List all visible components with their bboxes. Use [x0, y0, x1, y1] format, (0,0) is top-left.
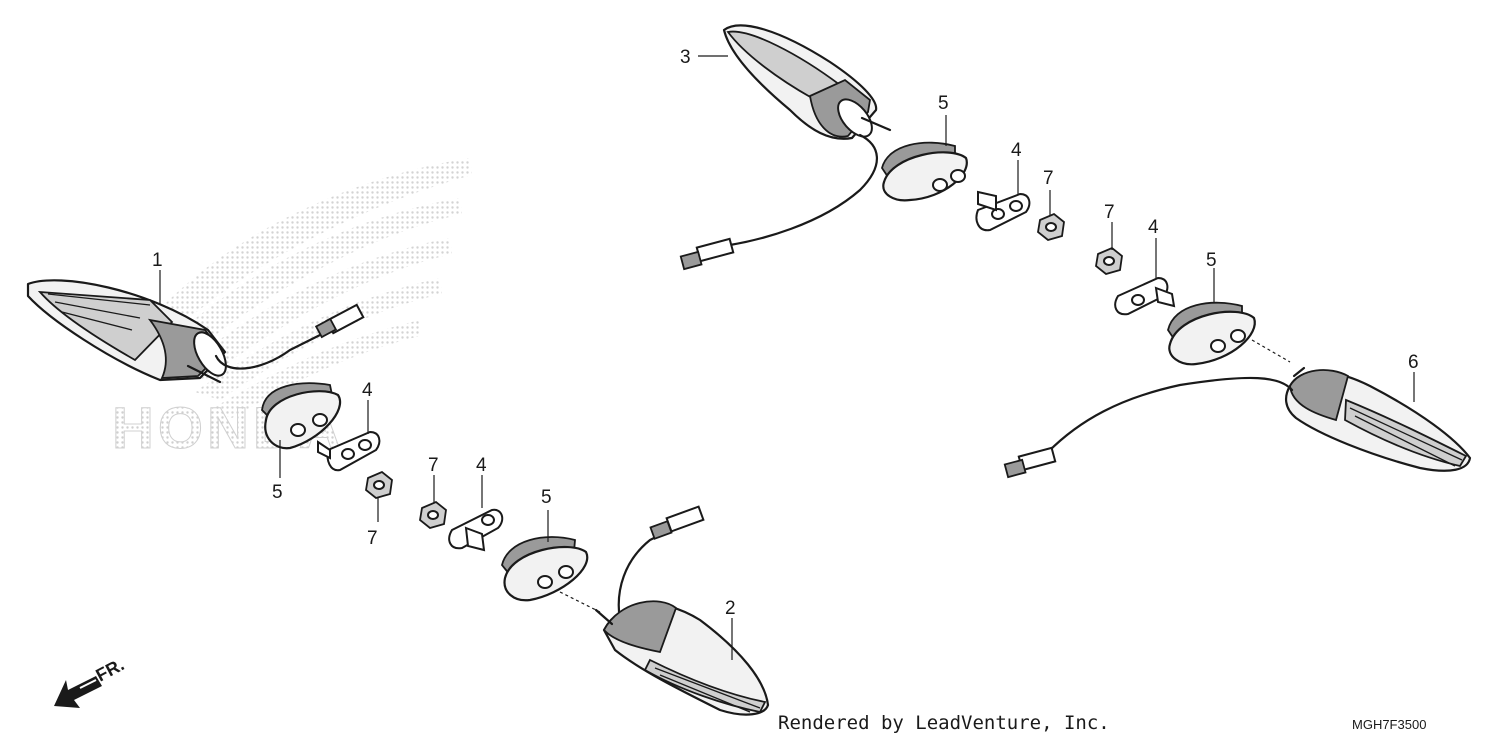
callout-2: 2: [725, 598, 736, 619]
turn-signal-part-2: [594, 505, 770, 716]
callout-5-left-bottom: 5: [541, 487, 552, 508]
turn-signal-part-1: [26, 279, 365, 384]
front-arrow-icon: FR.: [54, 654, 127, 708]
flange-nut-part-7-d: [1095, 246, 1123, 275]
flange-nut-part-7-c: [1037, 212, 1065, 241]
mounting-plate-part-4-b: [448, 508, 504, 552]
callout-4-right-top: 4: [1011, 140, 1022, 161]
callout-5-right-mid: 5: [1206, 250, 1217, 271]
mounting-plate-part-4-d: [1114, 276, 1176, 316]
mounting-plate-part-4-c: [975, 190, 1031, 232]
callout-6: 6: [1408, 352, 1419, 373]
callout-4-left-bottom: 4: [476, 455, 487, 476]
callout-1: 1: [152, 250, 163, 271]
callout-7-right-mid: 7: [1104, 202, 1115, 223]
flange-nut-part-7: [365, 470, 393, 499]
mounting-plate-part-4: [317, 430, 381, 472]
rubber-grommet-part-5: [261, 382, 341, 450]
turn-signal-part-3: [679, 24, 892, 271]
callout-5-right-top: 5: [938, 93, 949, 114]
callout-5-left-top: 5: [272, 482, 283, 503]
render-credit: Rendered by LeadVenture, Inc.: [778, 712, 1110, 734]
rubber-grommet-part-5-c: [881, 141, 968, 202]
callout-3: 3: [680, 47, 691, 68]
rubber-grommet-part-5-d: [1167, 301, 1256, 366]
turn-signal-part-6: [1003, 366, 1472, 479]
rubber-grommet-part-5-b: [501, 536, 589, 602]
callout-4-right-mid: 4: [1148, 217, 1159, 238]
honda-wing-logo: [150, 158, 472, 418]
callout-7-right-top: 7: [1043, 168, 1054, 189]
flange-nut-part-7-b: [419, 500, 447, 529]
callout-4-left-top: 4: [362, 380, 373, 401]
callout-7-left-bottom: 7: [428, 455, 439, 476]
callout-7-left-top: 7: [367, 528, 378, 549]
diagram-code: MGH7F3500: [1352, 717, 1427, 732]
